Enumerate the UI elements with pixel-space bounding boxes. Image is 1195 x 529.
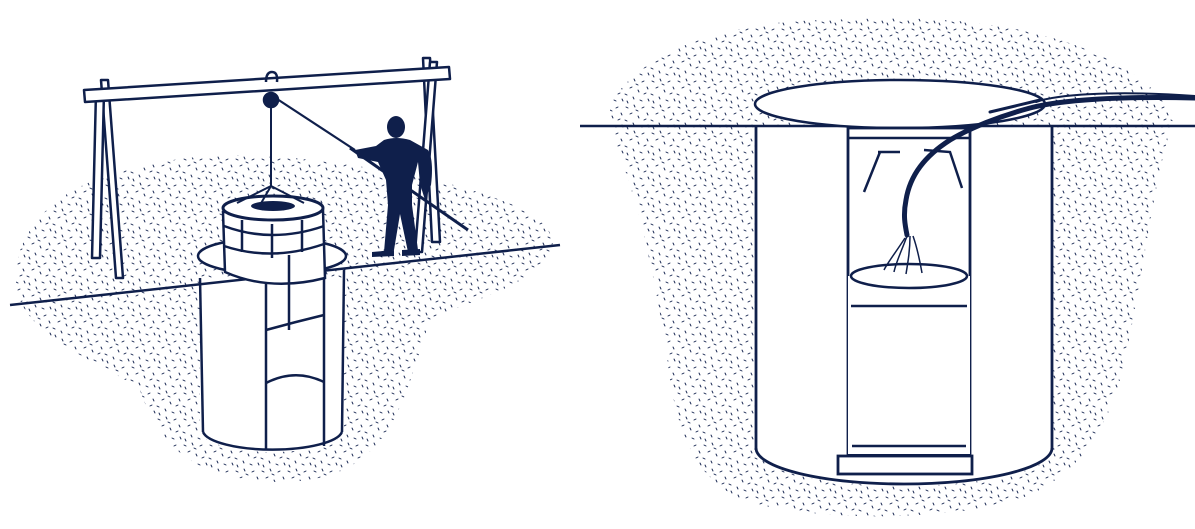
- pull-rope: [270, 94, 356, 151]
- worker-head: [387, 116, 405, 138]
- gantry-crossbeam: [82, 65, 452, 104]
- water-surface: [849, 262, 969, 290]
- hose-pipe-in-opening: [988, 98, 1042, 114]
- sling-left: [236, 185, 272, 204]
- left-pit-wall-right: [340, 269, 346, 433]
- right-pit-opening: [753, 78, 1047, 130]
- gantry-leg-left-back: [99, 78, 125, 280]
- worker-body: [355, 138, 432, 252]
- right-tank: [836, 126, 974, 476]
- left-tank-ribs: [240, 220, 304, 330]
- right-panel: [580, 18, 1195, 517]
- sling-mid: [259, 185, 272, 206]
- left-lifting-rigging: [236, 105, 305, 206]
- left-pit: [198, 269, 346, 452]
- left-pit-wall-left: [198, 277, 205, 433]
- left-panel: [9, 56, 561, 482]
- water-hose: [901, 92, 1195, 238]
- left-tank: [221, 194, 327, 330]
- left-pit-floor: [201, 431, 344, 451]
- worker-figure: [355, 116, 432, 257]
- left-tank-body: [221, 208, 327, 285]
- left-pit-interior: [200, 278, 344, 452]
- hose-outer: [901, 94, 1195, 238]
- left-tank-opening: [251, 201, 295, 211]
- left-tank-lower: [264, 272, 326, 450]
- pulley-hook: [264, 70, 279, 83]
- right-tank-base: [836, 454, 974, 476]
- water-stream: [883, 235, 923, 275]
- hose-inner: [1035, 92, 1195, 103]
- sling-right: [270, 185, 305, 204]
- right-pit-floor: [754, 447, 1054, 486]
- worker-shoes: [372, 249, 420, 257]
- right-tank-water-column: [848, 276, 970, 454]
